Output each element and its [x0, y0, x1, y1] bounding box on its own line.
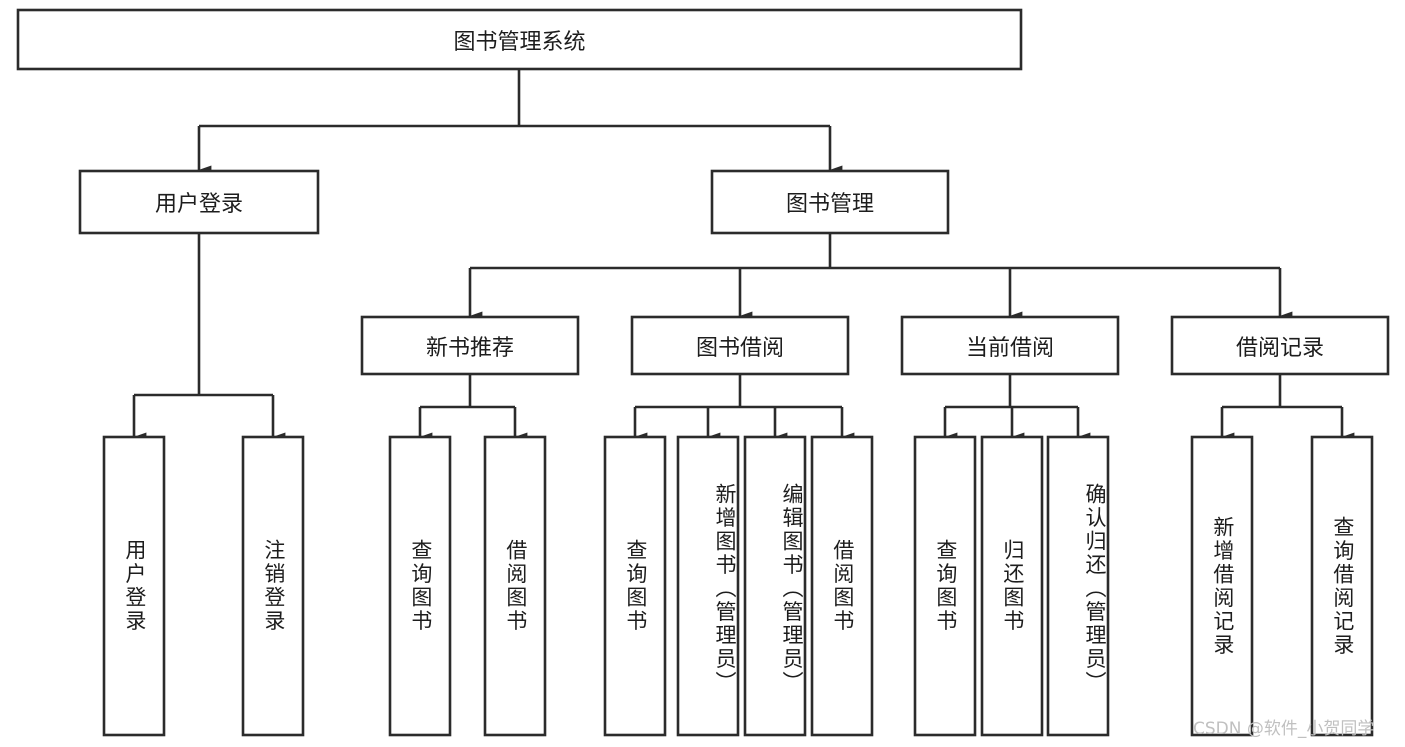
nodes-layer: [16, 8, 1390, 737]
node-leaf-query-book-nb[interactable]: [388, 435, 452, 737]
node-leaf-query-book-cb[interactable]: [913, 435, 977, 737]
node-new-book-recommend[interactable]: [360, 315, 580, 376]
node-leaf-return-book[interactable]: [980, 435, 1044, 737]
node-leaf-query-borrow-record[interactable]: [1310, 435, 1374, 737]
node-leaf-edit-book-admin[interactable]: [743, 435, 807, 737]
node-leaf-borrow-book-bb[interactable]: [810, 435, 874, 737]
node-leaf-add-borrow-record[interactable]: [1190, 435, 1254, 737]
node-borrow-record[interactable]: [1170, 315, 1390, 376]
node-root-book-management-system[interactable]: [16, 8, 1023, 71]
node-leaf-query-book-bb[interactable]: [603, 435, 667, 737]
node-book-management[interactable]: [710, 169, 950, 235]
edges-layer: [132, 69, 1355, 442]
node-leaf-logout-login[interactable]: [241, 435, 305, 737]
node-current-borrow[interactable]: [900, 315, 1120, 376]
node-book-borrow[interactable]: [630, 315, 850, 376]
node-leaf-user-login[interactable]: [102, 435, 166, 737]
node-leaf-add-book-admin[interactable]: [676, 435, 740, 737]
node-user-login[interactable]: [78, 169, 320, 235]
node-leaf-borrow-book-nb[interactable]: [483, 435, 547, 737]
node-leaf-confirm-return-admin[interactable]: [1046, 435, 1110, 737]
